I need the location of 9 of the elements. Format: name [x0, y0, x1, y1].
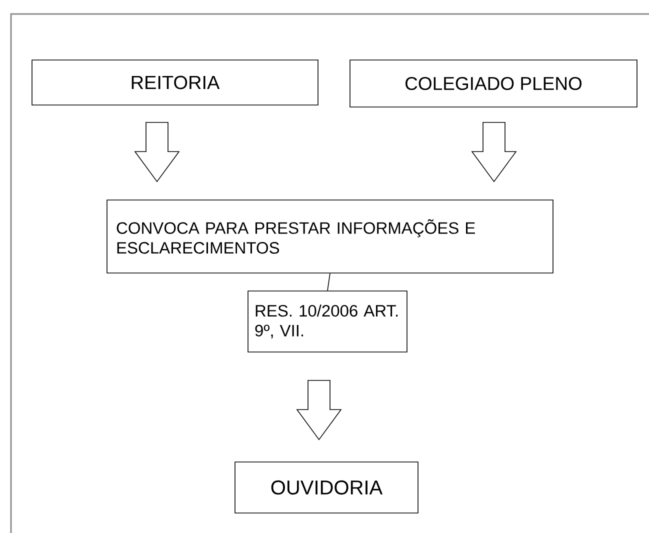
block-arrow	[471, 122, 517, 182]
reference-box: RES. 10/2006 ART. 9º, VII.	[248, 290, 408, 352]
title-box: OUVIDORIA	[234, 462, 418, 514]
title-box: REITORIA	[32, 60, 318, 106]
connector-line	[327, 273, 330, 291]
title-box: COLEGIADO PLENO	[350, 60, 638, 108]
block-arrow	[296, 380, 342, 440]
block-arrow	[134, 122, 180, 182]
process-box: CONVOCA PARA PRESTAR INFORMAÇÕES E ESCLARECIMENTOS	[106, 200, 554, 274]
